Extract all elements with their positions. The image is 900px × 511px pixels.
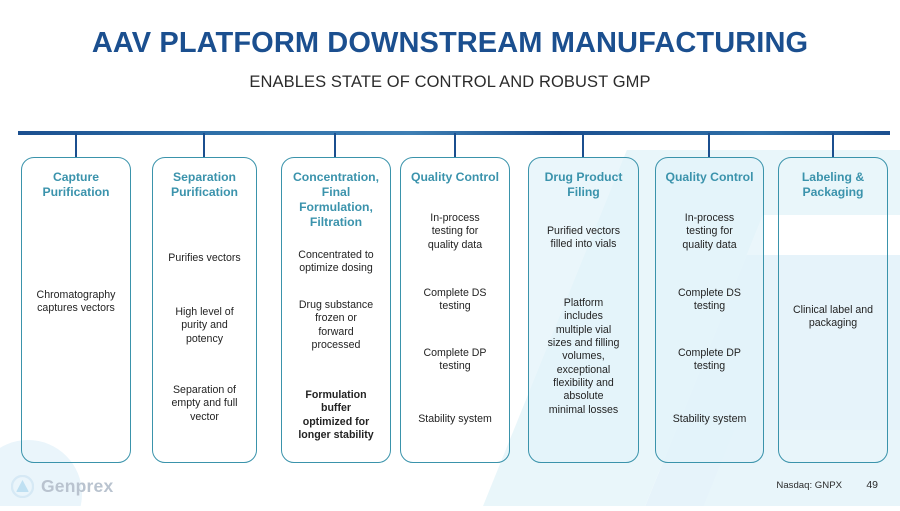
- stage-item: Chromatography captures vectors: [36, 289, 116, 315]
- stage-title: Separation Purification: [170, 170, 239, 199]
- stage-item: Purifies vectors: [168, 252, 241, 264]
- stage-item: Separation of empty and full vector: [171, 384, 238, 423]
- stage-title: Drug Product Filing: [544, 170, 623, 199]
- slide-footer: Genprex Nasdaq: GNPX 49: [0, 460, 900, 506]
- stage-item: Complete DP testing: [423, 347, 487, 373]
- stage-title: Capture Purification: [42, 170, 110, 199]
- stage-item: Clinical label and packaging: [792, 304, 874, 330]
- slide-header: AAV PLATFORM DOWNSTREAM MANUFACTURING EN…: [0, 0, 900, 92]
- stage-item: Formulation buffer optimized for longer …: [298, 389, 374, 442]
- stage-item: Complete DS testing: [678, 287, 741, 313]
- stage-item: Drug substance frozen or forward process…: [298, 299, 374, 352]
- brand-logo: Genprex: [11, 475, 113, 498]
- stage-item: In-process testing for quality data: [682, 212, 737, 251]
- stage-item: Stability system: [672, 413, 747, 425]
- stage-item: Platform includes multiple vial sizes an…: [547, 297, 620, 416]
- stage-box-3[interactable]: Concentration, Final Formulation, Filtra…: [281, 157, 391, 463]
- stage-title: Quality Control: [410, 170, 500, 184]
- stage-item: Purified vectors filled into vials: [546, 225, 620, 251]
- stage-item: Stability system: [418, 413, 492, 425]
- stage-item: Concentrated to optimize dosing: [298, 249, 374, 275]
- stage-title: Quality Control: [665, 170, 754, 184]
- genprex-circle-triangle-logo-icon: [11, 475, 34, 498]
- stage-title: Labeling & Packaging: [801, 170, 865, 199]
- stage-item: High level of purity and potency: [175, 306, 234, 345]
- nasdaq-ticker: Nasdaq: GNPX: [776, 480, 842, 491]
- stage-item: Complete DS testing: [423, 287, 487, 313]
- page-subtitle: ENABLES STATE OF CONTROL AND ROBUST GMP: [249, 73, 651, 91]
- brand-name: Genprex: [41, 476, 114, 496]
- page-title: AAV PLATFORM DOWNSTREAM MANUFACTURING: [91, 27, 809, 59]
- stage-item: Complete DP testing: [678, 347, 741, 373]
- page-number: 49: [866, 479, 878, 491]
- stage-item: In-process testing for quality data: [427, 212, 483, 251]
- stage-title: Concentration, Final Formulation, Filtra…: [293, 170, 379, 229]
